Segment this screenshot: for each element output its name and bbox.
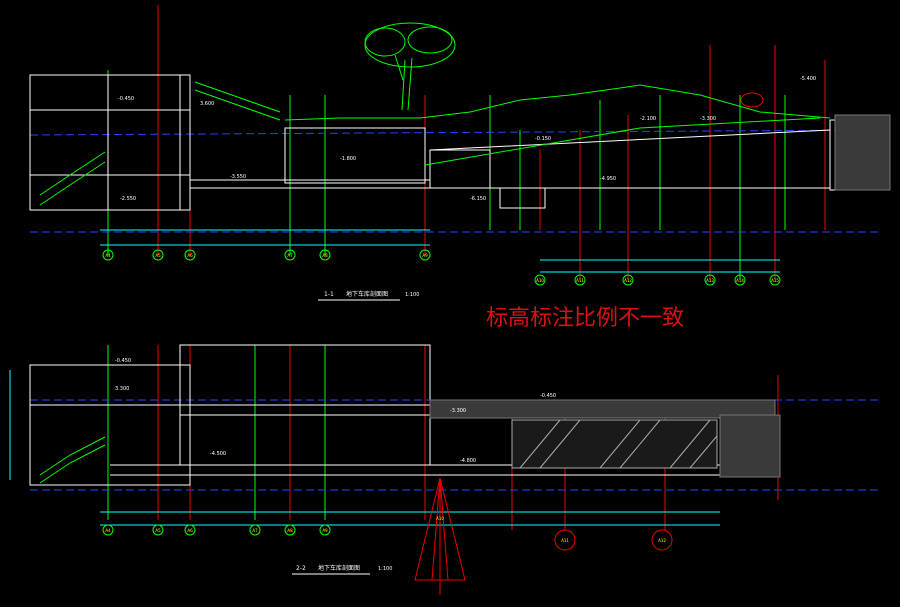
axis-markers-top xyxy=(102,249,781,286)
elevation-label: -3.550 xyxy=(230,174,246,180)
elevation-label: -4.800 xyxy=(460,458,476,464)
section-title: 地下车库剖面图 xyxy=(312,564,360,572)
axis-labels-bottom: A4 A5 A6 A7 A8 A9 A10 A11 A12 xyxy=(105,516,666,543)
elevation-label: -0.150 xyxy=(535,136,551,142)
hatched-room xyxy=(511,419,718,469)
section-title: 地下车库剖面图 xyxy=(340,290,388,298)
section-top xyxy=(29,5,891,280)
elevation-label: -5.400 xyxy=(800,76,816,82)
ground-profile-top xyxy=(284,84,641,121)
axis-label: A7 xyxy=(252,528,258,533)
elevations-bottom: -0.450 3.300 -4.500 -4.800 -3.300 -0.450 xyxy=(115,358,556,464)
elevation-label: 3.300 xyxy=(115,386,129,392)
section-bottom xyxy=(9,344,880,530)
elevation-label: -0.450 xyxy=(118,96,134,102)
axis-label: A9 xyxy=(422,253,428,258)
axis-label: A6 xyxy=(187,253,193,258)
axis-markers-bottom xyxy=(102,524,331,536)
elevation-label: -3.300 xyxy=(450,408,466,414)
section-title-top: 1-1 地下车库剖面图 1:100 xyxy=(318,290,419,301)
axis-label: A13 xyxy=(706,278,714,283)
tree-icon xyxy=(364,22,456,111)
axis-label: A12 xyxy=(658,538,666,543)
section-title-bottom: 2-2 地下车库剖面图 1:100 xyxy=(292,564,392,575)
axis-label: A10 xyxy=(436,516,444,521)
section-scale: 1:100 xyxy=(405,292,419,298)
section-number: 2-2 xyxy=(296,565,306,572)
soil-hatch-top xyxy=(834,114,891,191)
soil-hatch-bottom-right xyxy=(719,414,781,478)
section-number: 1-1 xyxy=(324,291,334,298)
highlight-circle-top xyxy=(740,92,764,108)
axis-label: A10 xyxy=(536,278,544,283)
annotation-text: 标高标注比例不一致 xyxy=(486,306,684,331)
elevation-label: -6.150 xyxy=(470,196,486,202)
axis-label: A14 xyxy=(736,278,744,283)
axis-markers-bottom-red xyxy=(554,529,673,551)
section-scale: 1:100 xyxy=(378,566,392,572)
axis-label: A5 xyxy=(155,253,161,258)
axis-label: A9 xyxy=(322,528,328,533)
elevation-label: -4.500 xyxy=(210,451,226,457)
axis-label: A5 xyxy=(155,528,161,533)
elevation-label: -4.950 xyxy=(600,176,616,182)
axis-label: A15 xyxy=(771,278,779,283)
axis-label: A7 xyxy=(287,253,293,258)
grid-lines-red-top xyxy=(157,5,826,280)
axis-label: A8 xyxy=(287,528,293,533)
axis-label: A11 xyxy=(576,278,584,283)
axis-label: A8 xyxy=(322,253,328,258)
axis-label: A11 xyxy=(561,538,569,543)
elevation-label: -2.100 xyxy=(640,116,656,122)
north-arrow-icon xyxy=(414,477,466,595)
axis-label: A12 xyxy=(624,278,632,283)
elevation-label: -1.800 xyxy=(340,156,356,162)
elevation-label: -0.450 xyxy=(540,393,556,399)
axis-labels-top: A4 A5 A6 A7 A8 A9 A10 A11 A12 A13 A14 A1… xyxy=(105,253,779,283)
elevation-label: -3.300 xyxy=(700,116,716,122)
axis-label: A6 xyxy=(187,528,193,533)
soil-hatch-bottom-roof xyxy=(429,399,776,419)
axis-label: A4 xyxy=(105,253,111,258)
elevation-label: 3.600 xyxy=(200,101,214,107)
elevations-top: -0.450 3.600 -1.800 -3.550 -2.550 -6.150… xyxy=(118,76,816,202)
elevation-label: -0.450 xyxy=(115,358,131,364)
elevation-label: -2.550 xyxy=(120,196,136,202)
axis-label: A4 xyxy=(105,528,111,533)
